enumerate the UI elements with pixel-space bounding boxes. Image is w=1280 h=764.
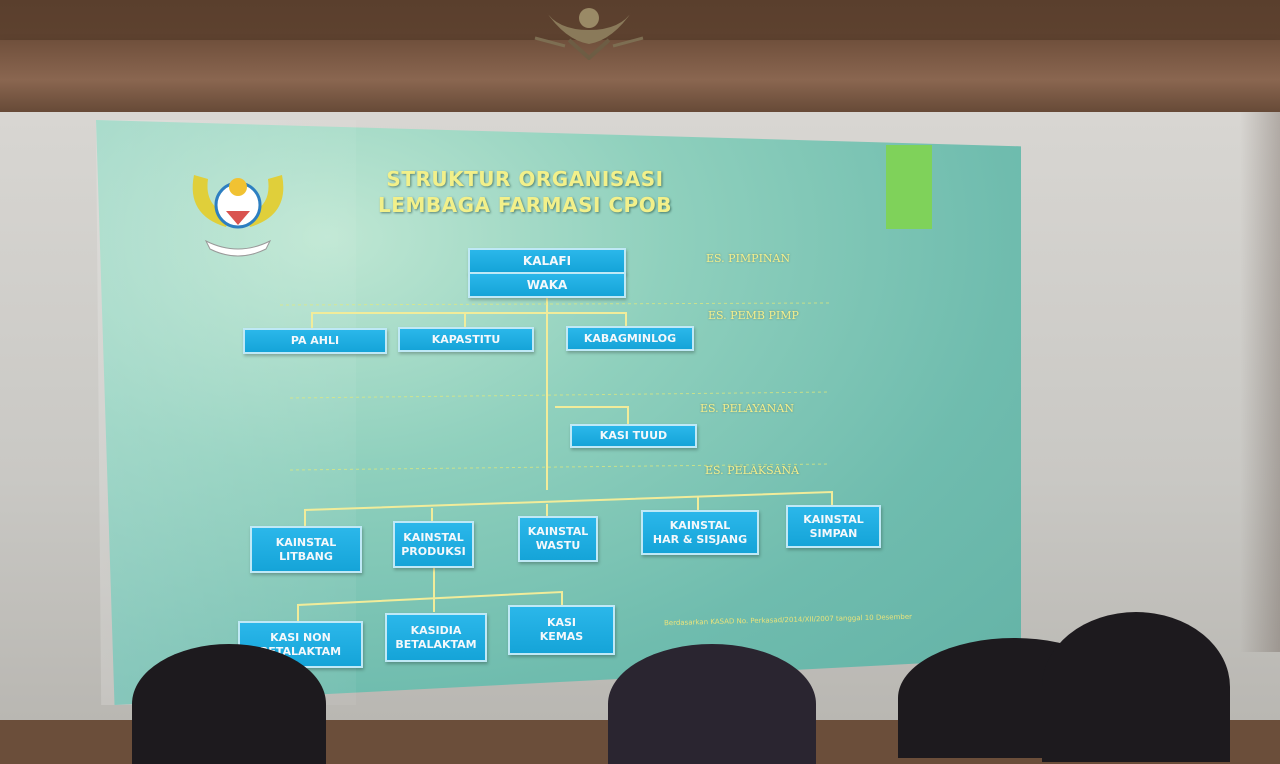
box-pa-ahli: PA AHLI <box>243 328 387 354</box>
box-kasidia-betalaktam: KASIDIA BETALAKTAM <box>385 613 487 662</box>
title-line-2: LEMBAGA FARMASI CPOB <box>378 193 672 217</box>
box-kabagminlog: KABAGMINLOG <box>566 326 694 351</box>
box-waka: WAKA <box>468 272 626 298</box>
box-kasi-kemas: KASI KEMAS <box>508 605 615 655</box>
box-wastu-line-1: KAINSTAL <box>527 525 589 538</box>
echelon-pimpinan-label: ES. PIMPINAN <box>706 252 791 265</box>
box-kainstal-har-sisjang: KAINSTAL HAR & SISJANG <box>641 510 759 555</box>
box-kasi-tuud: KASI TUUD <box>570 424 697 448</box>
box-kasidia-line-2: BETALAKTAM <box>395 637 477 651</box>
box-produksi-line-1: KAINSTAL <box>403 530 464 544</box>
box-kasi-non-line-1: KASI NON <box>270 630 331 644</box>
audience-head <box>132 644 326 764</box>
box-simpan-line-2: SIMPAN <box>809 526 858 540</box>
box-kasi-tuud-label: KASI TUUD <box>599 429 668 442</box>
echelon-pemb-pimp-label: ES. PEMB PIMP <box>708 309 799 322</box>
box-kainstal-simpan: KAINSTAL SIMPAN <box>786 505 881 548</box>
box-kasi-kemas-line-1: KASI <box>546 616 577 629</box>
echelon-pelaksana-label: ES. PELAKSANA <box>705 464 800 477</box>
box-kasi-kemas-line-2: KEMAS <box>539 630 584 643</box>
box-har-line-1: KAINSTAL <box>669 518 731 532</box>
box-litbang-line-2: LITBANG <box>279 549 333 563</box>
box-litbang-line-1: KAINSTAL <box>275 535 337 549</box>
slide-title: STRUKTUR ORGANISASI LEMBAGA FARMASI CPOB <box>350 166 700 218</box>
box-simpan-line-1: KAINSTAL <box>803 512 864 526</box>
box-kapastitu: KAPASTITU <box>398 327 534 352</box>
org-connector-lines <box>279 298 833 622</box>
echelon-pelayanan-label: ES. PELAYANAN <box>700 402 794 415</box>
box-kainstal-litbang: KAINSTAL LITBANG <box>250 526 362 573</box>
box-kasidia-line-1: KASIDIA <box>410 623 462 637</box>
box-produksi-line-2: PRODUKSI <box>401 544 466 558</box>
lembaga-farmasi-logo-icon <box>192 175 284 257</box>
title-line-1: STRUKTUR ORGANISASI <box>386 167 664 191</box>
wall-plank <box>0 40 1280 120</box>
box-kainstal-produksi: KAINSTAL PRODUKSI <box>393 521 474 568</box>
box-waka-label: WAKA <box>526 278 568 292</box>
audience-head <box>608 644 816 764</box>
box-wastu-line-2: WASTU <box>535 539 581 552</box>
box-kabagminlog-label: KABAGMINLOG <box>583 331 677 345</box>
box-pa-ahli-label: PA AHLI <box>290 334 340 347</box>
garuda-emblem-icon <box>534 8 644 60</box>
green-accent-tab <box>886 145 932 229</box>
box-har-line-2: HAR & SISJANG <box>652 532 748 546</box>
box-kainstal-wastu: KAINSTAL WASTU <box>518 516 598 562</box>
audience-head <box>1042 612 1230 762</box>
box-kalafi: KALAFI <box>468 248 626 274</box>
box-kalafi-label: KALAFI <box>522 254 572 268</box>
screen-shade <box>1240 112 1280 652</box>
box-kapastitu-label: KAPASTITU <box>431 332 501 346</box>
